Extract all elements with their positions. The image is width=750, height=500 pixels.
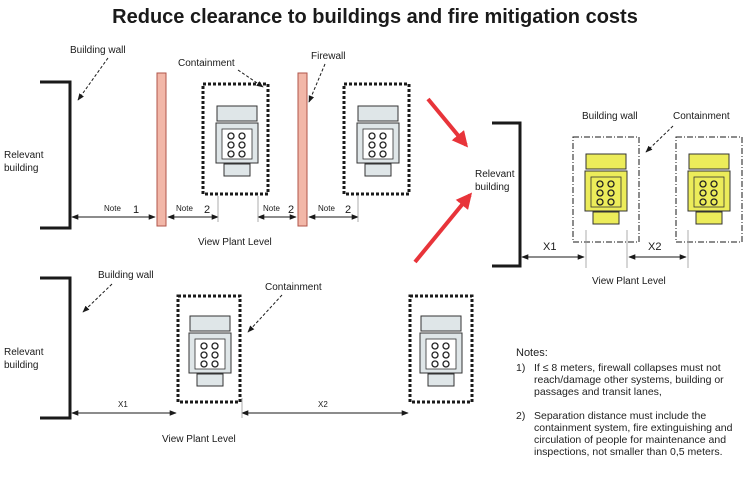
notes-list: 1) If ≤ 8 meters, firewall collapses mus… — [516, 362, 748, 458]
firewall-label: Firewall — [311, 51, 345, 62]
containment-label: Containment — [265, 282, 322, 293]
note-item: 2) Separation distance must include the … — [516, 410, 748, 458]
building-wall-bracket — [40, 276, 72, 420]
relevant-building-label: building — [4, 360, 38, 371]
dimension-note-number: 2 — [204, 204, 210, 216]
notes-panel: Notes: 1) If ≤ 8 meters, firewall collap… — [516, 347, 748, 470]
building-wall-bracket — [40, 80, 72, 230]
note-text: Separation distance must include the con… — [534, 410, 733, 458]
dimension-note-label: Note — [263, 204, 280, 213]
firewall — [297, 72, 308, 227]
engine-unit — [188, 315, 232, 387]
top-left-panel: Relevant building Building wall Containm… — [4, 45, 411, 248]
note-number: 2) — [516, 410, 526, 422]
relevant-building-label: building — [4, 163, 38, 174]
building-wall-label: Building wall — [582, 111, 638, 122]
relevant-building-label: Relevant — [4, 347, 44, 358]
engine-unit — [687, 153, 731, 225]
dimension-note-label: Note — [176, 204, 193, 213]
containment-box — [408, 294, 474, 404]
engine-unit — [419, 315, 463, 387]
engine-unit — [215, 105, 259, 177]
note-item: 1) If ≤ 8 meters, firewall collapses mus… — [516, 362, 748, 398]
relevant-building-label: Relevant — [4, 150, 44, 161]
containment-box — [201, 82, 270, 196]
engine-unit — [584, 153, 628, 225]
containment-box — [176, 294, 242, 404]
containment-leader — [645, 125, 674, 153]
note-number: 1) — [516, 362, 526, 374]
note-text: If ≤ 8 meters, firewall collapses must n… — [534, 362, 724, 398]
containment-label: Containment — [178, 58, 235, 69]
dimension-x1-label: X1 — [118, 400, 128, 409]
dimension-note-label: Note — [104, 204, 121, 213]
relevant-building-label: Relevant — [475, 169, 515, 180]
relevant-building-label: building — [475, 182, 509, 193]
dimension-note-number: 2 — [288, 204, 294, 216]
containment-box — [342, 82, 411, 196]
view-plant-level-label: View Plant Level — [198, 237, 272, 248]
dimension-x2-label: X2 — [648, 241, 661, 253]
view-plant-level-label: View Plant Level — [162, 434, 236, 445]
building-wall-label: Building wall — [98, 270, 154, 281]
notes-header: Notes: — [516, 347, 548, 359]
building-wall-leader — [82, 283, 113, 313]
firewall — [156, 72, 167, 227]
building-wall-label: Building wall — [70, 45, 126, 56]
dimension-x1-label: X1 — [543, 241, 556, 253]
containment-label: Containment — [673, 111, 730, 122]
firewall-leader — [308, 63, 326, 103]
containment-box — [572, 136, 640, 243]
red-arrow — [413, 192, 473, 264]
dimension-note-number: 1 — [133, 204, 139, 216]
building-wall-leader — [77, 57, 109, 101]
dimension-note-label: Note — [318, 204, 335, 213]
containment-leader — [237, 69, 264, 88]
building-wall-bracket — [492, 121, 522, 268]
engine-unit — [356, 105, 400, 177]
view-plant-level-label: View Plant Level — [592, 276, 666, 287]
right-panel: Relevant building Building wall Containm… — [475, 111, 743, 287]
dimension-x2-label: X2 — [318, 400, 328, 409]
bottom-left-panel: Relevant building Building wall Containm… — [4, 270, 474, 445]
containment-leader — [247, 294, 283, 333]
dimension-note-number: 2 — [345, 204, 351, 216]
red-arrow — [426, 97, 469, 148]
containment-box — [675, 136, 743, 243]
page-title: Reduce clearance to buildings and fire m… — [112, 6, 638, 28]
